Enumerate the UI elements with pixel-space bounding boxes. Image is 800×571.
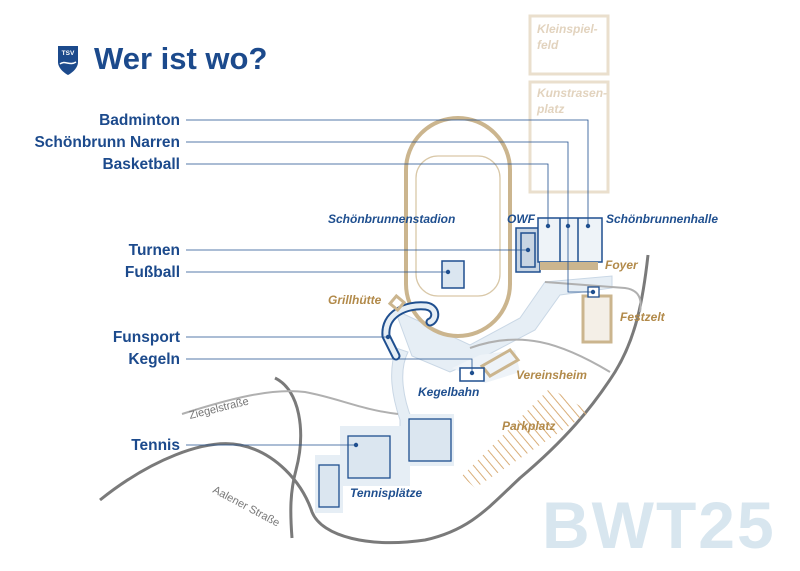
page-title: Wer ist wo? <box>94 41 267 76</box>
paved-area <box>394 275 613 373</box>
club-crest-icon: TSV <box>58 46 78 75</box>
leader-badminton <box>186 119 589 226</box>
grillhuette <box>387 293 407 313</box>
leader-lines <box>186 119 593 446</box>
kleinspielfeld <box>528 14 610 76</box>
fussball-marker <box>441 260 465 289</box>
place-parkplatz: Parkplatz <box>502 419 555 433</box>
place-foyer: Foyer <box>605 258 639 272</box>
label-funsport: Funsport <box>113 329 180 346</box>
leader-basketball <box>186 163 549 226</box>
funsport-track <box>383 303 438 359</box>
foyer-strip <box>540 262 598 270</box>
label-turnen: Turnen <box>129 242 180 259</box>
label-fussball: Fußball <box>125 264 180 281</box>
parkplatz-area <box>462 388 590 488</box>
leader-dots <box>353 223 596 448</box>
logo-text: TSV <box>62 50 75 57</box>
place-kegelbahn: Kegelbahn <box>418 385 479 399</box>
kunstrasen-label-2: platz <box>536 102 564 116</box>
access-road-1 <box>469 338 611 373</box>
tennis-court-1 <box>347 435 391 479</box>
tennis-court-3 <box>318 464 340 508</box>
vereinsheim <box>479 348 521 378</box>
kunstrasen-label-1: Kunstrasen- <box>537 86 607 100</box>
side-road <box>274 376 303 539</box>
place-halle: Schönbrunnenhalle <box>606 212 718 226</box>
leader-narren <box>186 141 569 226</box>
place-tennisplaetze: Tennisplätze <box>350 486 423 500</box>
leader-kegeln <box>186 358 473 373</box>
place-vereinsheim: Vereinsheim <box>516 368 587 382</box>
ziegelstrasse <box>181 390 399 415</box>
watermark: BWT25 <box>542 488 776 562</box>
street-aalener: Aalener Straße <box>211 484 282 529</box>
kleinspielfeld-label-2: feld <box>537 38 559 52</box>
label-basketball: Basketball <box>102 156 180 173</box>
festzelt <box>581 294 613 344</box>
leader-festzelt <box>567 226 593 293</box>
label-kegeln: Kegeln <box>128 351 180 368</box>
place-owf: OWF <box>507 212 536 226</box>
tennis-court-2 <box>408 418 452 462</box>
label-narren: Schönbrunn Narren <box>34 134 180 151</box>
stadion-track <box>404 116 512 338</box>
kleinspielfeld-label-1: Kleinspiel- <box>537 22 598 36</box>
kunstrasenplatz <box>528 80 610 194</box>
label-badminton: Badminton <box>99 112 180 129</box>
place-festzelt: Festzelt <box>620 310 666 324</box>
access-road-2 <box>544 281 642 313</box>
place-stadion: Schönbrunnenstadion <box>328 212 455 226</box>
stadion-field <box>415 155 501 297</box>
street-ziegel: Ziegelstraße <box>188 395 250 421</box>
place-grillhuette: Grillhütte <box>328 293 382 307</box>
label-tennis: Tennis <box>131 437 180 454</box>
